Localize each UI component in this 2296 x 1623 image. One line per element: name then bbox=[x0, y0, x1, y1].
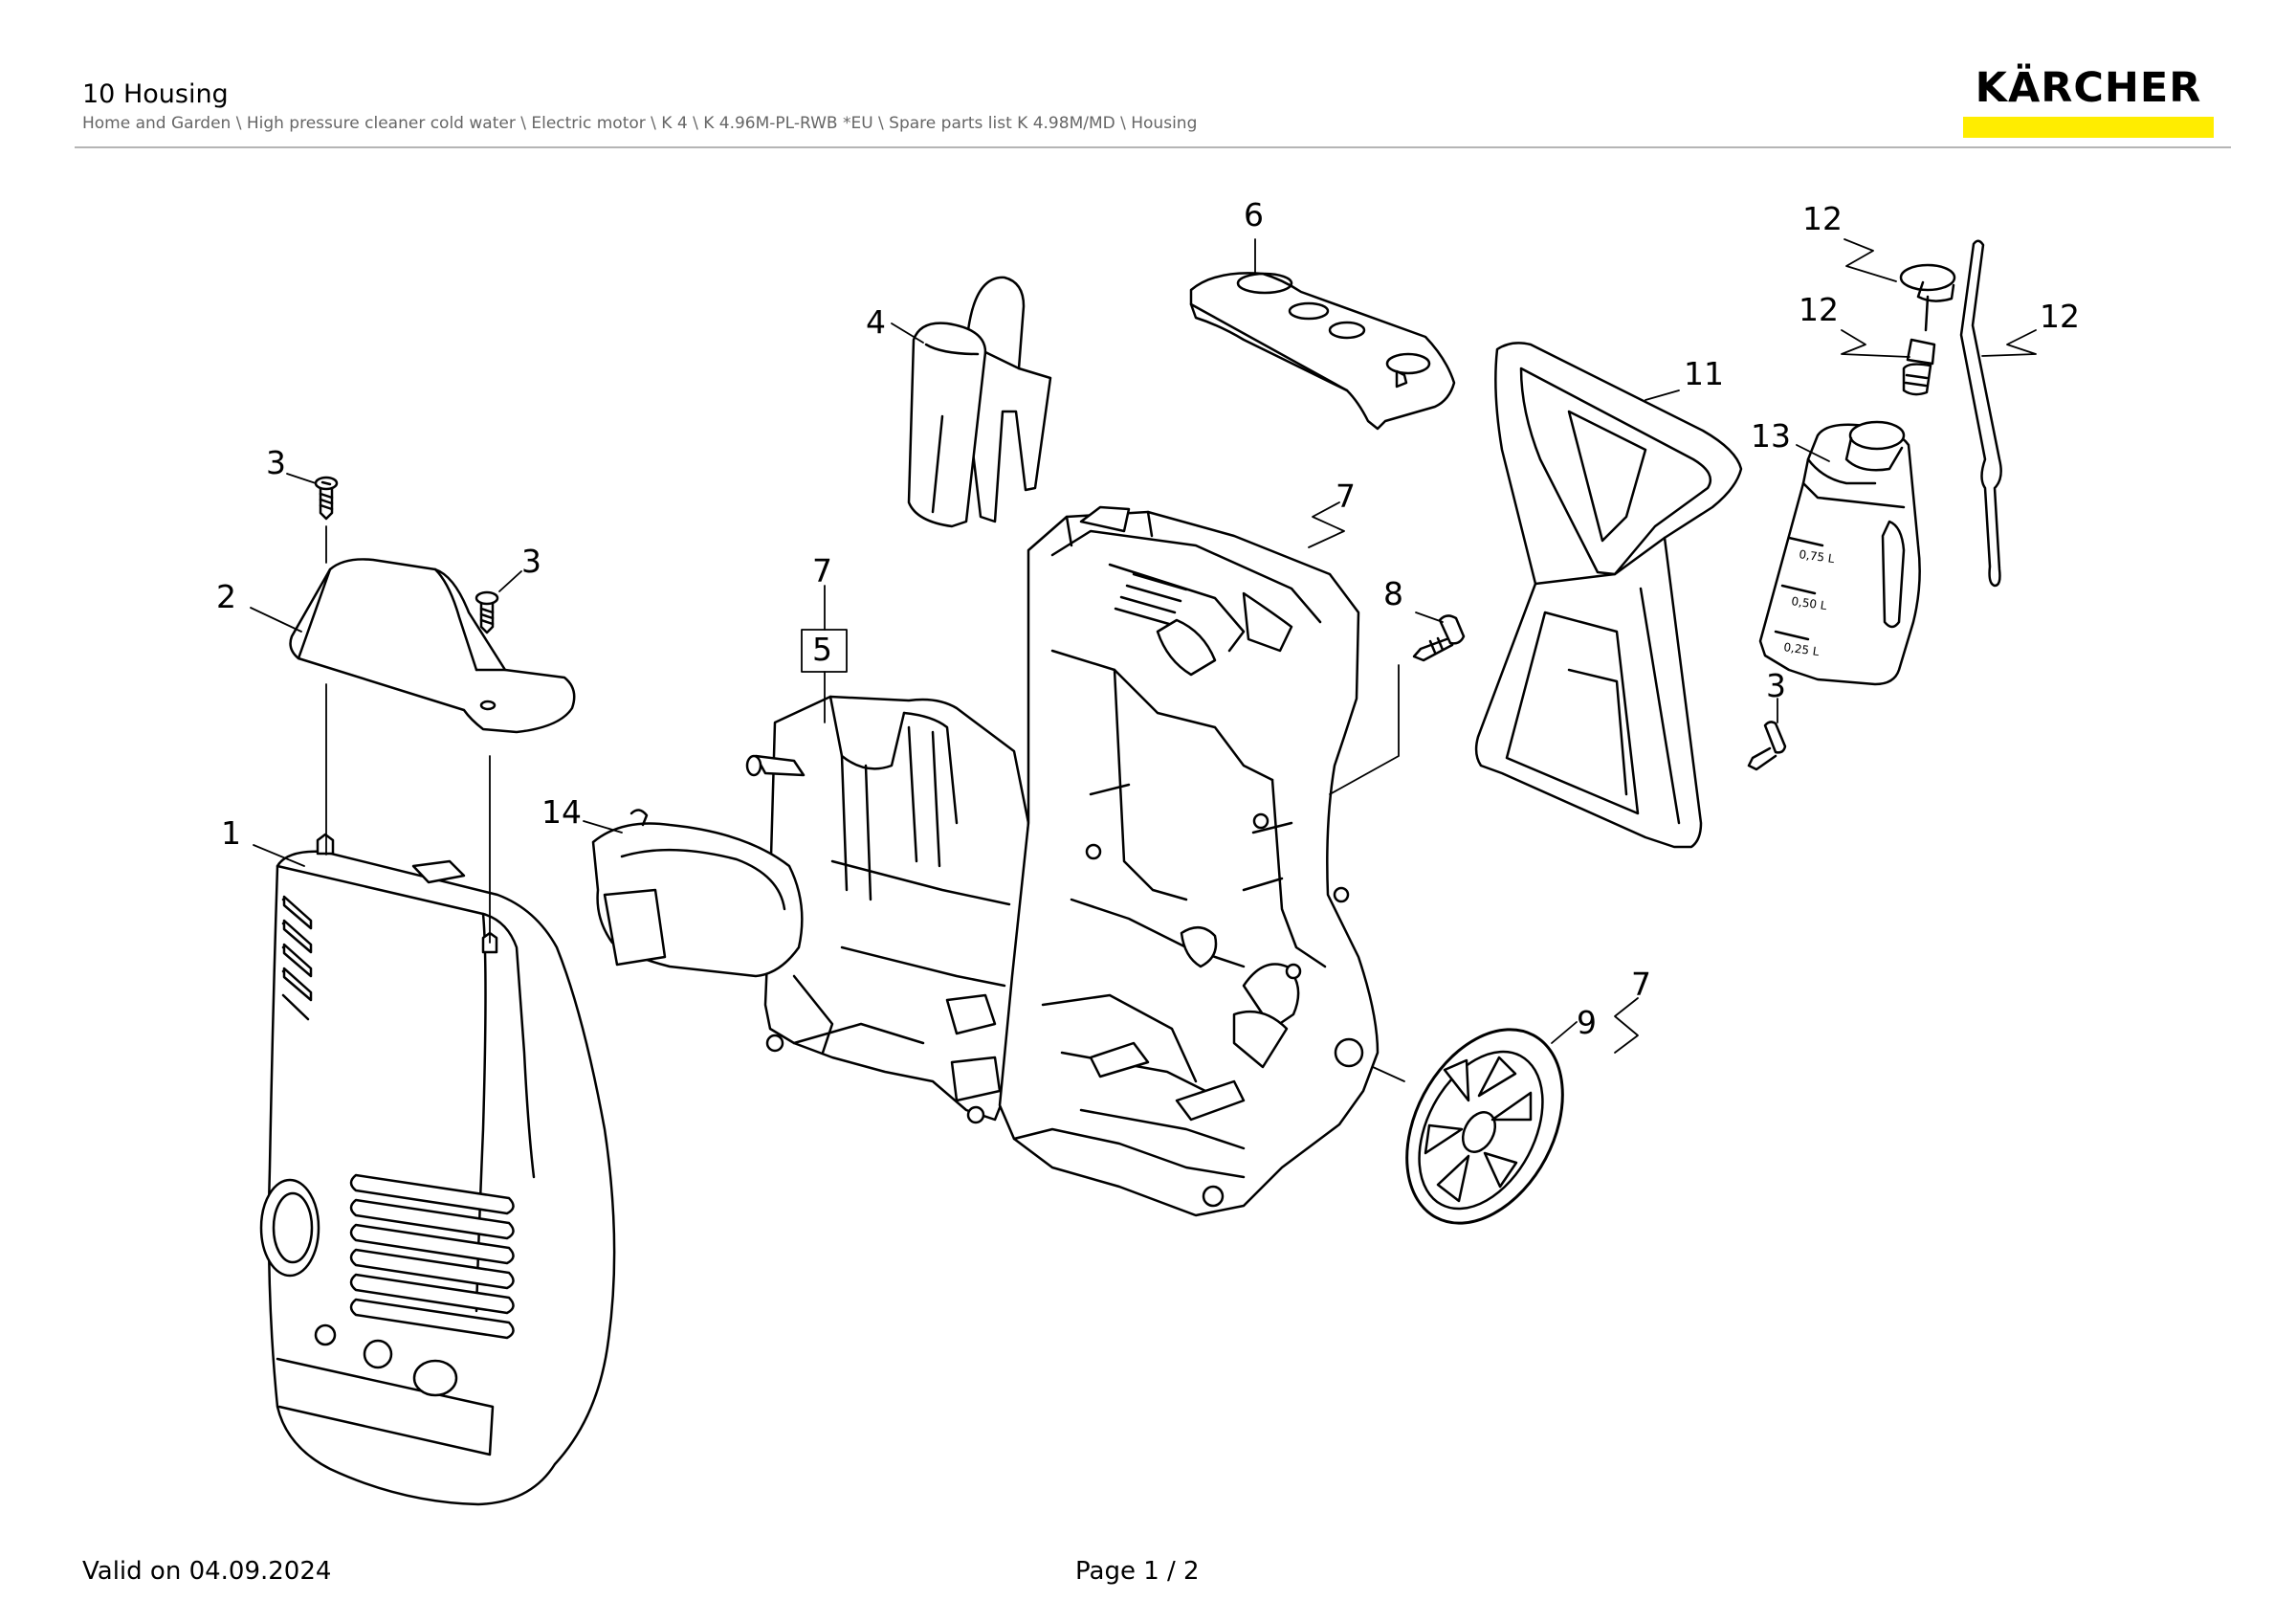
callout-6: 6 bbox=[1244, 196, 1264, 233]
callout-7-housing: 7 bbox=[1336, 478, 1356, 515]
part-4-holder bbox=[907, 276, 1052, 528]
logo-yellow-bar bbox=[1963, 117, 2214, 138]
part-5-frame bbox=[745, 695, 1030, 1124]
bottle-mark-075: 0,75 L bbox=[1799, 547, 1836, 566]
callout-numbers: 1 2 3 3 3 4 5 6 7 7 7 8 9 11 12 12 12 13… bbox=[216, 196, 2080, 1041]
part-14-hose-hook bbox=[591, 809, 804, 978]
bottle-mark-050: 0,50 L bbox=[1791, 594, 1828, 612]
callout-7-wheel: 7 bbox=[1631, 966, 1651, 1003]
part-6-handle-cover bbox=[1189, 272, 1456, 431]
callout-13: 13 bbox=[1751, 417, 1791, 455]
callout-5: 5 bbox=[812, 631, 832, 668]
karcher-logo: KÄRCHER bbox=[1963, 61, 2214, 140]
part-13-detergent-bottle: 0,75 L 0,50 L 0,25 L bbox=[1758, 420, 1921, 686]
callout-4: 4 bbox=[866, 303, 886, 341]
callout-7-frame: 7 bbox=[812, 552, 832, 589]
front-grille bbox=[349, 1173, 515, 1340]
part-9-wheel bbox=[1405, 1028, 1564, 1225]
callout-2: 2 bbox=[216, 578, 236, 615]
part-3-screw-handle bbox=[1747, 721, 1787, 771]
footer-page-number: Page 1 / 2 bbox=[1075, 1557, 1200, 1586]
part-12-detergent-hose bbox=[1899, 239, 2002, 588]
part-7-main-housing bbox=[998, 505, 1380, 1217]
leader-lines bbox=[250, 238, 2037, 1082]
part-3-screw-top bbox=[314, 476, 339, 521]
logo-text: KÄRCHER bbox=[1975, 64, 2202, 112]
part-3-screw-right bbox=[475, 590, 499, 634]
callout-12-left: 12 bbox=[1799, 291, 1839, 328]
breadcrumb: Home and Garden \ High pressure cleaner … bbox=[82, 114, 1198, 133]
callout-14: 14 bbox=[541, 793, 582, 831]
footer-valid-date: Valid on 04.09.2024 bbox=[82, 1557, 332, 1586]
part-2-top-cap bbox=[289, 558, 576, 734]
part-8-screw bbox=[1412, 614, 1466, 662]
part-11-handle bbox=[1474, 342, 1743, 849]
callout-9: 9 bbox=[1577, 1004, 1597, 1041]
callout-1: 1 bbox=[221, 814, 241, 852]
callout-12-top: 12 bbox=[1802, 200, 1843, 237]
callout-3-cap: 3 bbox=[521, 543, 541, 580]
callout-3-top: 3 bbox=[266, 444, 286, 481]
callout-11: 11 bbox=[1684, 355, 1724, 392]
bottle-mark-025: 0,25 L bbox=[1783, 640, 1821, 658]
callout-3-handle: 3 bbox=[1766, 667, 1786, 704]
page-title: 10 Housing bbox=[82, 79, 229, 109]
part-1-front-cover bbox=[259, 833, 616, 1506]
callout-8: 8 bbox=[1383, 575, 1403, 612]
callout-12-right: 12 bbox=[2040, 298, 2080, 335]
header-divider bbox=[75, 146, 2231, 148]
